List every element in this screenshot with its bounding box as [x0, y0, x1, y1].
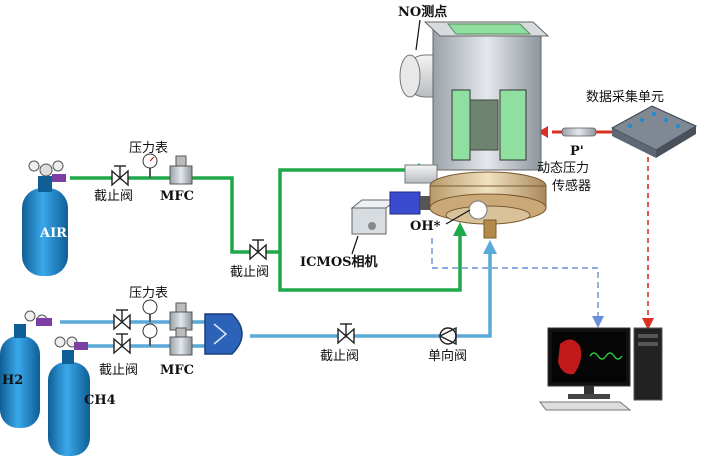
label-dyn-sensor-2: 传感器	[552, 178, 591, 194]
fuel-line	[60, 250, 492, 348]
fuel-arrow	[483, 240, 497, 254]
ch4-cylinder	[48, 336, 90, 456]
stop-valve-ch4	[113, 333, 131, 355]
label-mfc-top: MFC	[160, 189, 194, 204]
label-oh-leader	[445, 209, 471, 225]
air-arrow-lower	[453, 222, 467, 236]
top-window	[446, 23, 532, 35]
pc-tower	[633, 327, 663, 401]
label-check-valve: 单向阀	[428, 348, 467, 364]
stop-valve-h2	[113, 309, 131, 331]
camera-data-line	[431, 238, 604, 328]
label-h2: H2	[2, 373, 23, 388]
label-pressure-gauge-bottom: 压力表	[129, 286, 168, 301]
mfc-ch4	[169, 327, 193, 356]
pressure-gauge-h2	[142, 299, 158, 322]
computer	[539, 327, 663, 411]
stop-valve-air	[111, 165, 129, 187]
label-air: AIR	[39, 226, 67, 241]
combustion-chamber	[399, 21, 550, 239]
side-window-left	[451, 89, 471, 161]
pressure-gauge-air	[142, 153, 158, 178]
label-no-point: NO测点	[398, 4, 447, 20]
pressure-gauge-ch4	[142, 323, 158, 346]
flame-image	[558, 339, 582, 375]
label-pressure-gauge-top: 压力表	[129, 141, 168, 156]
data-acquisition-unit	[610, 105, 698, 158]
mfc-air	[169, 155, 193, 185]
side-window-right	[499, 89, 527, 161]
stop-valve-mid	[249, 239, 267, 261]
label-data-unit: 数据采集单元	[586, 89, 664, 105]
signal-line	[538, 126, 654, 330]
label-stop-valve-mid: 截止阀	[230, 265, 269, 280]
label-icmos-leader	[351, 235, 359, 255]
label-oh: OH*	[410, 219, 441, 234]
label-stop-valve-right: 截止阀	[320, 349, 359, 364]
h2-cylinder	[0, 310, 52, 428]
label-p-prime: P'	[570, 144, 584, 159]
gas-mixer	[204, 313, 243, 355]
label-icmos: ICMOS相机	[300, 254, 378, 270]
mfc-h2	[169, 302, 193, 331]
label-ch4: CH4	[84, 393, 116, 408]
stop-valve-fuel	[337, 323, 355, 345]
label-dyn-sensor-1: 动态压力	[537, 161, 589, 176]
icmos-camera	[350, 191, 430, 235]
pressure-trace	[589, 352, 623, 360]
label-stop-valve-bottom: 截止阀	[99, 363, 138, 378]
check-valve	[438, 326, 457, 346]
air-line	[70, 168, 462, 292]
keyboard	[539, 401, 632, 411]
label-mfc-bottom: MFC	[160, 363, 194, 378]
pressure-sensor	[561, 127, 597, 137]
air-cylinder	[22, 160, 68, 276]
label-no-point-leader	[415, 19, 421, 51]
label-stop-valve-top: 截止阀	[94, 189, 133, 204]
